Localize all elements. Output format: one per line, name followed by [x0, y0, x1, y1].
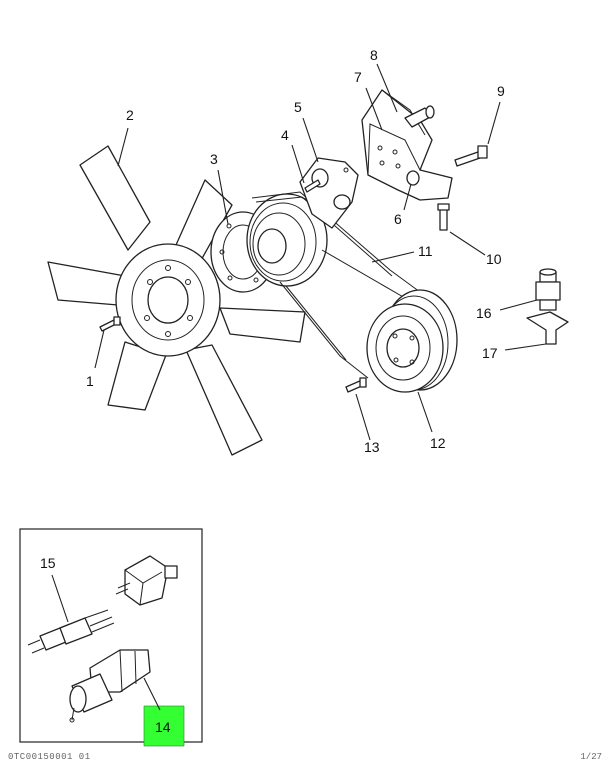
bolt-1 [99, 316, 121, 332]
callout-3[interactable]: 3 [210, 151, 218, 167]
fan-blade-top [79, 145, 151, 251]
bolt-13 [345, 377, 367, 393]
bolt-4 [304, 179, 321, 193]
drive-belt [251, 191, 421, 379]
footer-drawing-number: 0TC00150001 01 [8, 752, 91, 762]
callout-9[interactable]: 9 [497, 83, 505, 99]
callout-5[interactable]: 5 [294, 99, 302, 115]
fan-blade-right [219, 307, 306, 343]
bolt-9 [454, 145, 488, 167]
fan-hub-ring [131, 259, 205, 341]
callout-12[interactable]: 12 [430, 435, 446, 451]
fan-pulley [246, 193, 328, 287]
detail-inset [19, 528, 203, 743]
connector-block [115, 555, 178, 606]
footer-page-number: 1/27 [580, 752, 602, 762]
callout-6[interactable]: 6 [394, 211, 402, 227]
callout-14-highlight[interactable] [143, 705, 185, 747]
idler-bracket [299, 157, 359, 229]
callout-16[interactable]: 16 [476, 305, 492, 321]
fan-blade-left [47, 261, 126, 306]
switch-bracket [526, 311, 569, 345]
fan-hub-center [147, 276, 189, 324]
crankshaft-pulley [366, 289, 458, 393]
pressure-switch [535, 268, 561, 311]
bolt-10 [437, 203, 450, 231]
callout-8[interactable]: 8 [370, 47, 378, 63]
callout-4[interactable]: 4 [281, 127, 289, 143]
callout-7[interactable]: 7 [354, 69, 362, 85]
callout-labels: 1 2 3 4 5 6 7 8 9 10 11 12 13 14 15 16 1… [40, 47, 505, 735]
callout-14[interactable]: 14 [155, 719, 171, 735]
callout-13[interactable]: 13 [364, 439, 380, 455]
fan-assembly [47, 145, 306, 456]
callout-10[interactable]: 10 [486, 251, 502, 267]
tensioner-bracket [361, 89, 453, 201]
callout-15[interactable]: 15 [40, 555, 56, 571]
leader-lines [51, 63, 547, 711]
callout-2[interactable]: 2 [126, 107, 134, 123]
harness-plug [27, 609, 115, 654]
temperature-sender [69, 649, 151, 723]
callout-1[interactable]: 1 [86, 373, 94, 389]
fan-blade-bottom [185, 344, 263, 456]
callout-17[interactable]: 17 [482, 345, 498, 361]
callout-11[interactable]: 11 [418, 243, 433, 259]
